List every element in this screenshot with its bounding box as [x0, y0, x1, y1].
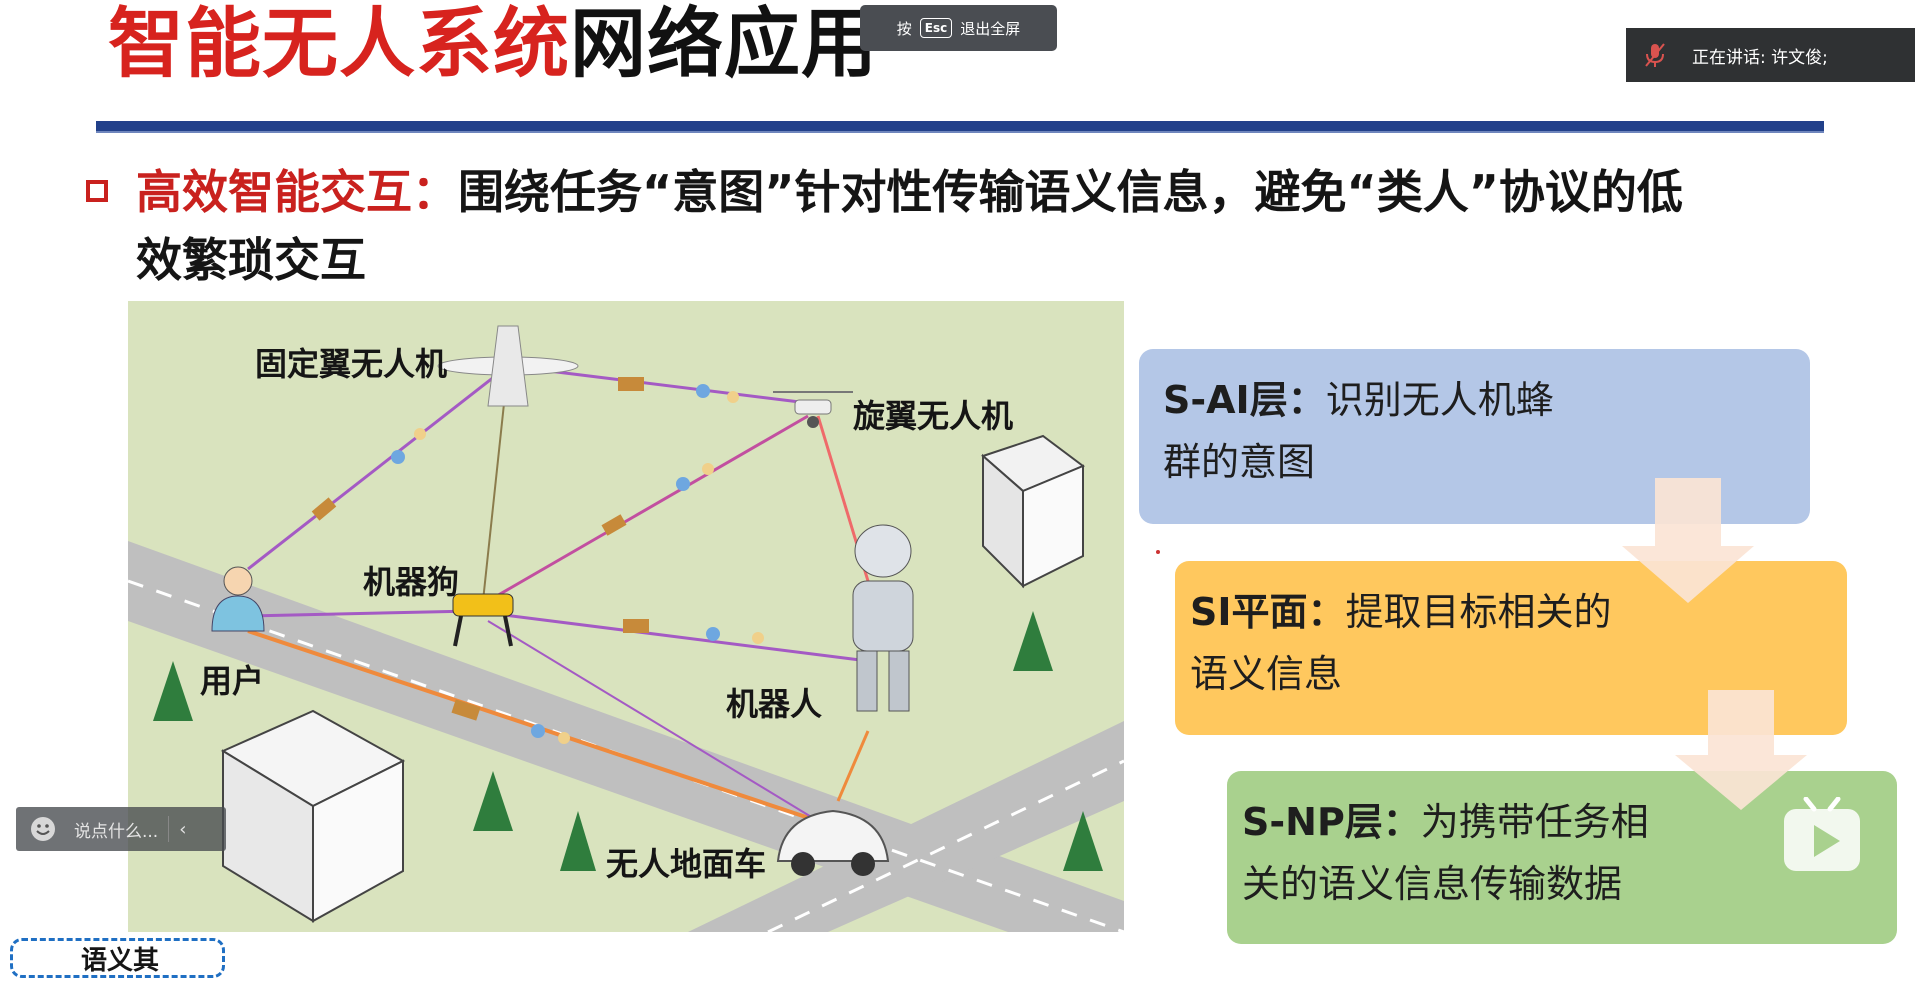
esc-hint-suffix: 退出全屏: [960, 19, 1021, 38]
bullet-highlight: 高效智能交互：: [136, 165, 458, 219]
muted-mic-icon: [1645, 43, 1665, 67]
bottom-dashed-tag: 语义其: [10, 938, 225, 978]
layer-text-line1: 识别无人机蜂: [1325, 378, 1554, 422]
stray-dot: [1156, 550, 1160, 554]
label-robot: 机器人: [726, 685, 823, 723]
token-dots: [414, 391, 764, 744]
speaker-text: 正在讲话: 许文俊;: [1692, 47, 1828, 68]
comment-placeholder: 说点什么...: [74, 821, 159, 842]
play-video-icon[interactable]: [1782, 797, 1862, 873]
packet-markers: [311, 377, 649, 721]
illustration-art: [128, 325, 1124, 932]
label-robot-dog: 机器狗: [363, 563, 460, 601]
slide-title-red: 智能无人系统: [108, 0, 570, 88]
layer-tag: S-NP层：: [1242, 800, 1421, 844]
esc-key-icon: Esc: [919, 18, 953, 38]
road-cross: [688, 721, 1124, 932]
down-arrow-icon: [1675, 690, 1807, 810]
link-dog-robot: [487, 611, 869, 663]
layer-box-si: SI平面：提取目标相关的 语义信息: [1175, 561, 1847, 735]
down-arrow-icon: [1622, 478, 1754, 603]
layer-text-line1: 为携带任务相: [1420, 800, 1649, 844]
bank-building: [220, 709, 406, 923]
autonomous-car-drawing: [776, 809, 890, 876]
emoji-icon[interactable]: [30, 816, 56, 842]
esc-hint-prefix: 按: [896, 19, 912, 38]
label-user: 用户: [200, 662, 265, 700]
bullet-text-1: 围绕任务“意图”针对性传输语义信息，避免“类人”协议的低: [458, 165, 1683, 219]
network-illustration: 固定翼无人机 旋翼无人机 机器狗 用户 机器人 无人地面车: [128, 301, 1124, 932]
layer-text-line2: 群的意图: [1163, 440, 1316, 484]
bullet-marker: [86, 180, 108, 202]
layer-text-line2: 语义信息: [1190, 652, 1343, 696]
speaker-indicator: 正在讲话: 许文俊;: [1626, 28, 1915, 82]
layer-text-line2: 关的语义信息传输数据: [1242, 862, 1623, 906]
comment-input[interactable]: 说点什么... ‹: [16, 807, 226, 851]
title-divider: [96, 121, 1824, 133]
layer-tag: SI平面：: [1190, 590, 1346, 634]
fixed-wing-uav-drawing: [437, 325, 579, 407]
trees: [153, 611, 1103, 871]
road-cross-center-line: [767, 759, 1124, 932]
link-dog-rotor: [487, 414, 809, 603]
layer-tag: S-AI层：: [1163, 378, 1326, 422]
rotor-uav-drawing: [773, 391, 853, 428]
exit-fullscreen-hint[interactable]: 按 Esc 退出全屏: [860, 5, 1057, 51]
layer-text-line1: 提取目标相关的: [1345, 590, 1612, 634]
link-user-dog: [247, 609, 474, 618]
robot-dog-drawing: [452, 593, 514, 647]
label-fixed-wing-uav: 固定翼无人机: [255, 345, 448, 383]
link-robot-car: [836, 730, 870, 802]
slide-title: 智能无人系统网络应用: [108, 0, 878, 90]
road-center-line: [128, 579, 1124, 932]
bullet-line-2: 效繁琐交互: [136, 233, 366, 287]
comment-divider: [168, 816, 170, 842]
link-dog-car: [487, 620, 819, 822]
link-user-plane: [247, 364, 509, 571]
humanoid-robot-drawing: [852, 524, 914, 712]
link-user-car: [247, 629, 819, 823]
semantic-nodes: [391, 384, 720, 738]
bullet-line-1: 高效智能交互：围绕任务“意图”针对性传输语义信息，避免“类人”协议的低: [136, 162, 1683, 222]
office-building: [981, 434, 1085, 589]
user-figure: [211, 566, 265, 632]
label-ground-vehicle: 无人地面车: [606, 845, 767, 883]
label-rotor-uav: 旋翼无人机: [853, 397, 1014, 435]
slide-title-black: 网络应用: [570, 0, 878, 88]
collapse-chevron-icon[interactable]: ‹: [179, 818, 187, 840]
